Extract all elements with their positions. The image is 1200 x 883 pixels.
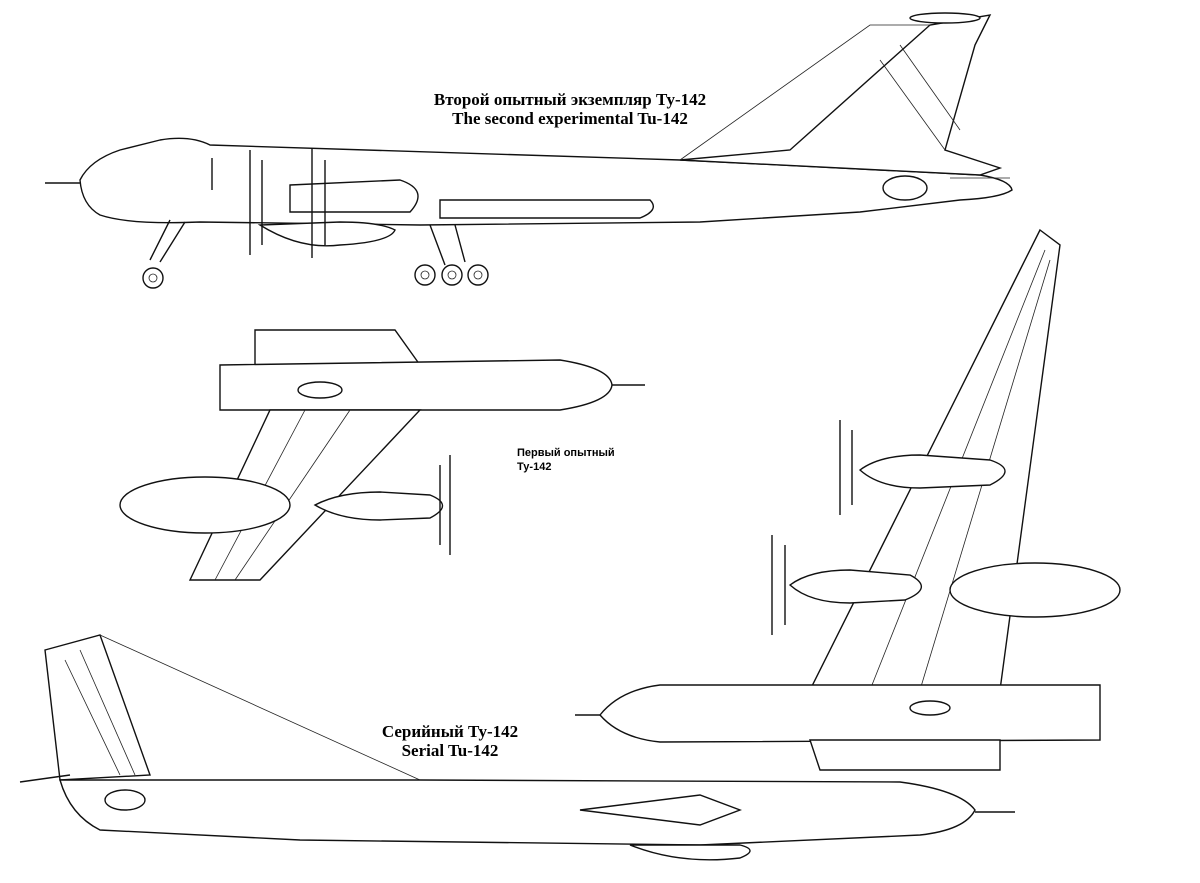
label-first-prototype-line2: Ту-142 xyxy=(517,461,552,473)
label-first-prototype-line1: Первый опытный xyxy=(517,447,615,459)
plan-view-first-prototype xyxy=(119,329,645,581)
side-view-serial xyxy=(19,634,1015,861)
side-view-second-prototype xyxy=(45,12,1013,289)
propeller-icon xyxy=(211,148,326,258)
plan-view-serial xyxy=(575,228,1121,771)
label-second-prototype-ru: Второй опытный экземпляр Ту-142 xyxy=(433,90,707,109)
label-serial-en: Serial Tu-142 xyxy=(401,741,499,760)
landing-gear-wheels xyxy=(142,264,489,289)
label-second-prototype-en: The second experimental Tu-142 xyxy=(452,109,688,128)
label-serial-ru: Серийный Ту-142 xyxy=(381,722,519,741)
propeller-icon xyxy=(771,420,853,635)
label-serial: Серийный Ту-142 Serial Tu-142 xyxy=(360,722,540,760)
label-second-prototype: Второй опытный экземпляр Ту-142 The seco… xyxy=(400,90,740,128)
label-first-prototype: Первый опытный Ту-142 xyxy=(517,446,615,474)
